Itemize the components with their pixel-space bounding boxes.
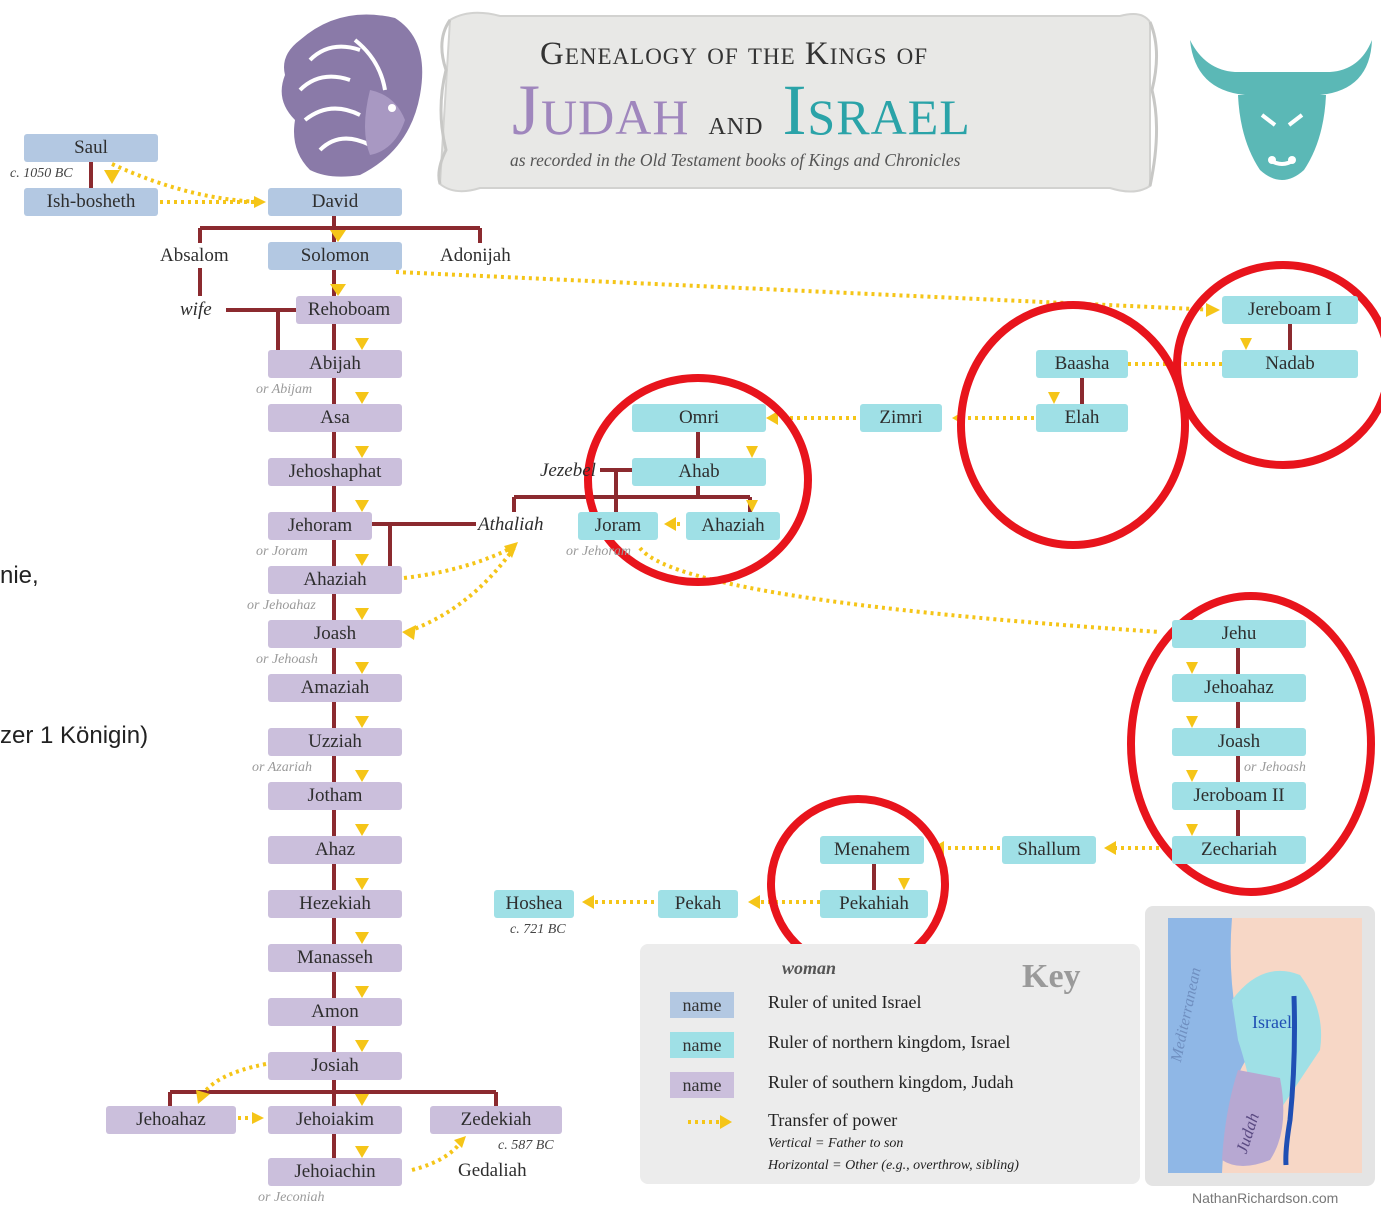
king-menahem: Menahem — [820, 836, 924, 864]
alias-joram: or Joram — [256, 544, 308, 559]
title-and: and — [708, 105, 764, 142]
king-jehoiakim: Jehoiakim — [268, 1106, 402, 1134]
legend-swatch-judah: name — [670, 1072, 734, 1098]
bull-emblem-icon — [1190, 40, 1372, 180]
athaliah: Athaliah — [478, 514, 544, 535]
transfer-arrowheads — [104, 170, 1252, 1158]
legend-israel: Ruler of northern kingdom, Israel — [768, 1032, 1011, 1052]
king-jehoahaz-israel: Jehoahaz — [1172, 674, 1306, 702]
legend-transfer-arrow-icon — [688, 1115, 732, 1129]
king-asa: Asa — [268, 404, 402, 432]
king-jehoahaz-judah: Jehoahaz — [106, 1106, 236, 1134]
king-amon: Amon — [268, 998, 402, 1026]
king-solomon: Solomon — [268, 242, 402, 270]
absalom: Absalom — [160, 245, 229, 266]
king-pekahiah: Pekahiah — [820, 890, 928, 918]
king-shallum: Shallum — [1002, 836, 1096, 864]
king-ahab: Ahab — [632, 458, 766, 486]
legend-judah: Ruler of southern kingdom, Judah — [768, 1072, 1014, 1092]
legend-swatch-united: name — [670, 992, 734, 1018]
king-zimri: Zimri — [860, 404, 942, 432]
side-text-2: zer 1 Königin) — [0, 722, 149, 749]
alias-abijam: or Abijam — [256, 382, 313, 397]
alias-azariah: or Azariah — [252, 760, 313, 775]
king-jeroboam-1: Jereboam I — [1222, 296, 1358, 324]
lion-emblem-icon — [281, 14, 423, 177]
king-abijah: Abijah — [268, 350, 402, 378]
king-manasseh: Manasseh — [268, 944, 402, 972]
legend-title: Key — [1022, 958, 1081, 995]
king-hezekiah: Hezekiah — [268, 890, 402, 918]
legend-united: Ruler of united Israel — [768, 992, 922, 1012]
legend-horizontal: Horizontal = Other (e.g., overthrow, sib… — [768, 1158, 1019, 1173]
subtitle: as recorded in the Old Testament books o… — [510, 150, 961, 170]
king-josiah: Josiah — [268, 1052, 402, 1080]
king-jehu: Jehu — [1172, 620, 1306, 648]
title-judah: Judah — [512, 70, 690, 150]
title-line2: Judah and Israel — [512, 70, 971, 164]
king-joash-judah: Joash — [268, 620, 402, 648]
side-text-1: nie, — [0, 562, 39, 589]
king-ahaz: Ahaz — [268, 836, 402, 864]
alias-jehoash-israel: or Jehoash — [1244, 760, 1306, 775]
legend-partial-line: woman — [782, 958, 837, 978]
alias-jehoash: or Jehoash — [256, 652, 318, 667]
lineage-lines — [89, 162, 1292, 1158]
king-zedekiah: Zedekiah — [430, 1106, 562, 1134]
king-jotham: Jotham — [268, 782, 402, 810]
jezebel: Jezebel — [540, 460, 596, 481]
title-israel: Israel — [782, 70, 971, 150]
alias-jehoram: or Jehoram — [566, 544, 631, 559]
king-zechariah: Zechariah — [1172, 836, 1306, 864]
title-line1: Genealogy of the Kings of — [540, 36, 929, 72]
king-uzziah: Uzziah — [268, 728, 402, 756]
footer-credit: NathanRichardson.com — [1192, 1190, 1339, 1206]
king-jehoram: Jehoram — [268, 512, 372, 540]
king-ahaziah-israel: Ahaziah — [686, 512, 780, 540]
king-nadab: Nadab — [1222, 350, 1358, 378]
king-rehoboam: Rehoboam — [296, 296, 402, 324]
alias-jeconiah: or Jeconiah — [258, 1190, 325, 1205]
king-david: David — [268, 188, 402, 216]
king-pekah: Pekah — [658, 890, 738, 918]
king-ahaziah-judah: Ahaziah — [268, 566, 402, 594]
king-joash-israel: Joash — [1172, 728, 1306, 756]
legend-transfer: Transfer of power — [768, 1110, 898, 1130]
king-jehoshaphat: Jehoshaphat — [268, 458, 402, 486]
date-saul: c. 1050 BC — [10, 166, 73, 181]
king-hoshea: Hoshea — [494, 890, 574, 918]
king-saul: Saul — [24, 134, 158, 162]
legend-vertical: Vertical = Father to son — [768, 1136, 904, 1151]
king-jehoiachin: Jehoiachin — [268, 1158, 402, 1186]
legend-swatch-israel: name — [670, 1032, 734, 1058]
king-ish-bosheth: Ish-bosheth — [24, 188, 158, 216]
date-zedekiah: c. 587 BC — [498, 1138, 554, 1153]
king-joram-israel: Joram — [578, 512, 658, 540]
title-scroll — [437, 11, 1159, 193]
legend-panel — [640, 944, 1140, 1184]
map-label-israel: Israel — [1252, 1012, 1292, 1032]
king-elah: Elah — [1036, 404, 1128, 432]
king-baasha: Baasha — [1036, 350, 1128, 378]
gedaliah: Gedaliah — [458, 1160, 527, 1181]
kingdom-map — [1145, 906, 1375, 1186]
alias-jehoahaz: or Jehoahaz — [247, 598, 316, 613]
wife-label: wife — [180, 299, 212, 320]
king-omri: Omri — [632, 404, 766, 432]
adonijah: Adonijah — [440, 245, 511, 266]
king-jeroboam-2: Jeroboam II — [1172, 782, 1306, 810]
king-amaziah: Amaziah — [268, 674, 402, 702]
date-hoshea: c. 721 BC — [510, 922, 566, 937]
